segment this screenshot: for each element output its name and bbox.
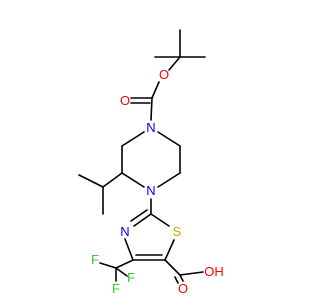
bond — [164, 259, 181, 276]
bond — [151, 81, 160, 99]
atom-label-f-2: F — [112, 281, 120, 296]
bond — [121, 131, 145, 147]
bond — [115, 267, 128, 277]
structure-canvas: O O N N N S F F F O OH — [78, 29, 224, 296]
atom-label-s-thiazole: S — [173, 224, 182, 239]
bond — [157, 172, 181, 188]
bond — [168, 56, 181, 71]
bond — [130, 209, 148, 222]
atom-label-f-1: F — [91, 252, 99, 267]
bond — [179, 271, 204, 276]
bond — [78, 174, 104, 188]
bond — [124, 238, 134, 261]
atom-label-o-carbonyl-boc: O — [120, 93, 130, 108]
bond — [115, 259, 134, 269]
bond-layer — [78, 29, 206, 284]
bond — [174, 276, 179, 284]
molecule-drawing: O O N N N S F F F O OH — [78, 29, 224, 296]
atom-label-n-piperazine-4: N — [146, 120, 155, 135]
atom-label-o-ester: O — [159, 67, 169, 82]
bond — [121, 172, 145, 188]
bond — [157, 131, 181, 147]
bond — [150, 97, 153, 121]
atom-label-n-thiazole: N — [120, 224, 129, 239]
atom-label-o-acid-carbonyl: O — [178, 281, 188, 296]
bond — [102, 172, 123, 188]
bond — [164, 239, 175, 261]
bond — [179, 274, 184, 282]
atom-label-oh-acid: OH — [204, 264, 224, 279]
bond — [150, 213, 170, 227]
atom-label-n-piperazine-1: N — [146, 183, 155, 198]
atom-label-f-3: F — [127, 270, 135, 285]
bond — [99, 262, 117, 269]
bond — [133, 213, 152, 227]
atom-label-layer: O O N N N S F F F O OH — [91, 67, 224, 296]
